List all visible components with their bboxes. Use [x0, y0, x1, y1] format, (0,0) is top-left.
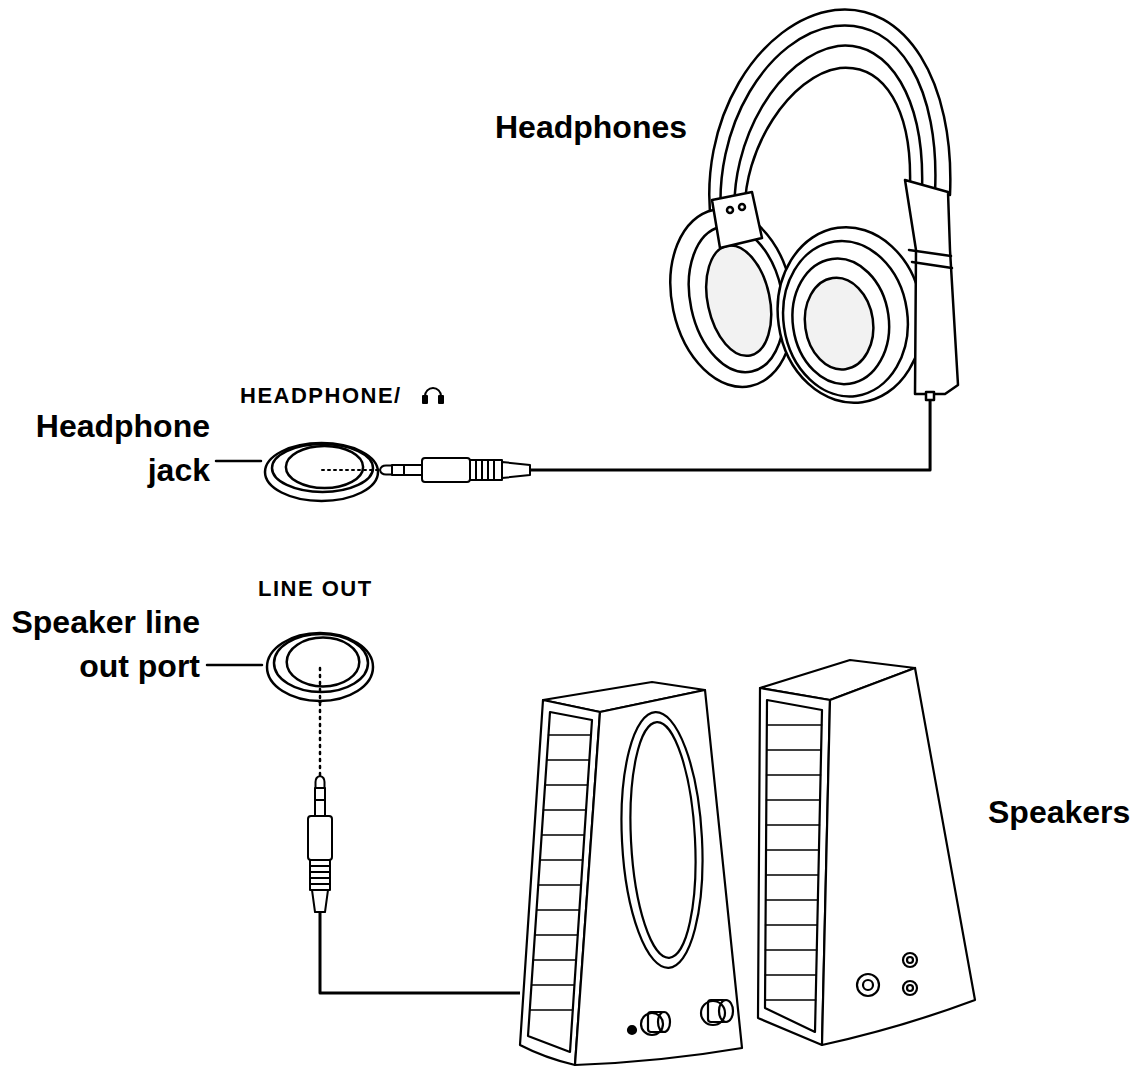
- speaker-plug: [308, 776, 332, 912]
- port-bezel: [272, 444, 373, 492]
- cable-strain-relief: [926, 392, 934, 400]
- port-socket: [287, 638, 360, 687]
- speakers-node: Speakers: [520, 660, 980, 1068]
- headband-line: [734, 46, 922, 222]
- port-outer-ring: [265, 443, 378, 501]
- left-speaker: [520, 682, 742, 1065]
- port-bezel: [274, 634, 368, 692]
- ear-cup-ring: [773, 233, 918, 405]
- audio-jack-socket: [903, 953, 917, 967]
- plug-ring: [403, 465, 405, 475]
- speaker-side-grille: [758, 688, 830, 1045]
- part-label: Headphone jack: [20, 404, 210, 492]
- yoke-rivet: [739, 204, 745, 210]
- control-knob-base: [701, 1001, 725, 1025]
- headphone-jack: HEADPHONE/Headphone jack: [263, 438, 380, 502]
- plug-grip-ribs: [310, 866, 330, 884]
- audio-jack-socket: [863, 980, 873, 990]
- yoke-slider-line: [909, 250, 952, 268]
- ear-cup-shell: [766, 218, 933, 412]
- port-socket: [286, 446, 363, 488]
- plug-grip-ribs: [476, 460, 494, 480]
- speaker-front: [575, 690, 742, 1065]
- plug-body: [422, 458, 470, 482]
- leader-line: [216, 460, 261, 463]
- audio-jack-socket: [907, 957, 913, 963]
- audio-jack-socket: [907, 985, 913, 991]
- speaker-driver-inner: [625, 720, 701, 959]
- cable-connector: [320, 702, 520, 993]
- plug-sleeve: [315, 788, 325, 816]
- audio-jack-socket: [903, 981, 917, 995]
- plug-sleeve: [392, 465, 422, 475]
- yoke-rivet: [727, 207, 733, 213]
- illustration-layer: [207, 9, 975, 1065]
- power-led: [628, 1026, 636, 1034]
- port-outline: [265, 628, 375, 702]
- leader-line: [207, 664, 262, 667]
- plug-tip: [380, 466, 392, 475]
- plug-grip: [470, 460, 502, 480]
- plug-tip: [316, 776, 325, 788]
- speaker-driver: [615, 710, 708, 970]
- plug-ring: [315, 799, 325, 801]
- plug-grip: [310, 860, 330, 890]
- headphone-plug: [380, 458, 530, 482]
- left-yoke: [712, 192, 762, 248]
- grille-frame: [765, 700, 822, 1032]
- audio-jack-socket: [857, 974, 879, 996]
- port-marking: HEADPHONE/: [240, 383, 402, 409]
- insertion-guide-dotted: [319, 668, 322, 776]
- speaker-back-panel: [822, 668, 975, 1045]
- headphone-icon-cup: [423, 396, 427, 403]
- right-ear-cup: [766, 218, 933, 412]
- headphones-node: Headphones: [690, 0, 965, 400]
- device-label: Headphones: [495, 105, 687, 149]
- headphone-icon: [423, 388, 443, 403]
- headphone-icon-cup: [439, 396, 443, 403]
- port-outer-ring: [267, 633, 373, 701]
- part-label: Speaker line out port: [2, 600, 200, 688]
- plug-tail: [312, 890, 328, 912]
- line-out-port: LINE OUTSpeaker line out port: [265, 628, 375, 702]
- ear-cup-inner: [799, 273, 879, 374]
- right-speaker: [758, 660, 975, 1045]
- right-yoke: [905, 180, 958, 394]
- headphones-illustration: [655, 9, 958, 412]
- port-marking: LINE OUT: [258, 576, 373, 602]
- insertion-guide-dotted: [322, 469, 380, 471]
- device-label: Speakers: [988, 790, 1130, 834]
- plug-body: [308, 816, 332, 860]
- ear-cup-pad: [784, 252, 897, 390]
- grille-slats: [765, 725, 822, 1000]
- plug-tail: [502, 462, 530, 478]
- control-knob-base: [641, 1013, 663, 1035]
- ear-cup-inner: [697, 239, 781, 361]
- port-outline: [263, 438, 380, 502]
